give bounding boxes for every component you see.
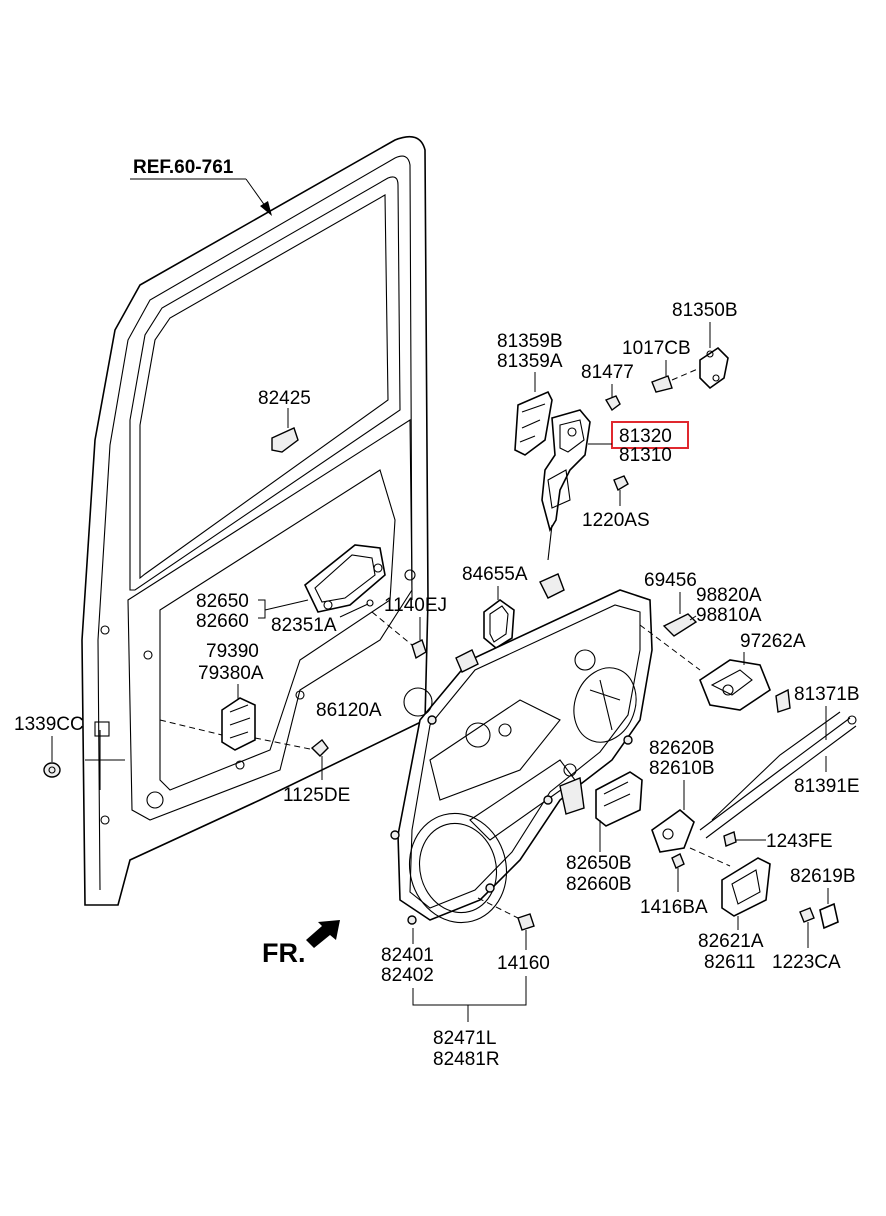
label-1220AS: 1220AS	[582, 510, 650, 531]
part-1339CC: 1339CC	[14, 714, 84, 778]
label-86120A: 86120A	[316, 700, 382, 721]
part-81371B-cables: 81371B 81391E	[699, 684, 860, 839]
label-81371B: 81371B	[794, 684, 860, 705]
label-97262A: 97262A	[740, 631, 806, 652]
label-82425: 82425	[258, 388, 311, 409]
label-82351A: 82351A	[271, 615, 337, 636]
part-hinge-79390: 79390 79380A	[159, 641, 316, 751]
part-81320-latch: 81320 81310	[541, 409, 689, 561]
part-82621A: 82621A 82611	[698, 857, 771, 973]
label-82650: 82650	[196, 591, 249, 612]
part-14160: 14160	[477, 897, 550, 974]
label-79380A: 79380A	[198, 663, 264, 684]
label-14160: 14160	[497, 953, 550, 974]
label-81391E: 81391E	[794, 776, 860, 797]
part-81477: 81477	[581, 362, 634, 412]
part-inside-handle-lower: 1243FE	[651, 808, 833, 867]
part-97262A-regulator: 97262A	[639, 624, 806, 713]
front-indicator: FR.	[262, 920, 340, 968]
label-1416BA: 1416BA	[640, 897, 708, 918]
label-1140EJ: 1140EJ	[384, 595, 447, 616]
label-82650B: 82650B	[566, 853, 632, 874]
label-82402: 82402	[381, 965, 434, 986]
label-82471L: 82471L	[433, 1028, 496, 1049]
part-86120A: 86120A	[316, 687, 433, 721]
label-79390: 79390	[206, 641, 259, 662]
label-81477: 81477	[581, 362, 634, 383]
front-arrow-icon	[306, 920, 340, 948]
label-82611: 82611	[704, 952, 755, 973]
part-81359B: 81359B 81359A	[497, 331, 563, 456]
part-82401-group: 82401 82402 82471L 82481R	[381, 928, 527, 1070]
label-98810A: 98810A	[696, 605, 762, 626]
part-82620B: 82620B 82610B	[595, 738, 715, 827]
label-82610B: 82610B	[649, 758, 715, 779]
front-label: FR.	[262, 938, 306, 968]
part-1017CB: 1017CB	[622, 338, 701, 393]
label-82619B: 82619B	[790, 866, 856, 887]
label-1243FE: 1243FE	[766, 831, 833, 852]
label-84655A: 84655A	[462, 564, 528, 585]
label-81310: 81310	[619, 445, 672, 466]
label-69456: 69456	[644, 570, 697, 591]
part-82650B: 82650B 82660B	[566, 820, 632, 895]
label-82621A: 82621A	[698, 931, 764, 952]
label-98820A: 98820A	[696, 585, 762, 606]
label-81350B: 81350B	[672, 300, 738, 321]
label-1017CB: 1017CB	[622, 338, 691, 359]
label-81359A: 81359A	[497, 351, 563, 372]
part-69456: 69456 98820A 98810A	[644, 570, 762, 637]
part-82425: 82425	[258, 388, 311, 453]
label-81320: 81320	[619, 426, 672, 447]
label-82620B: 82620B	[649, 738, 715, 759]
label-1223CA: 1223CA	[772, 952, 841, 973]
highlight-box-81320	[611, 421, 689, 449]
part-84655A: 84655A	[462, 564, 528, 649]
trim-panel	[390, 573, 653, 925]
part-1220AS: 1220AS	[582, 475, 650, 531]
ref-label: REF.60-761	[133, 157, 234, 178]
label-1339CC: 1339CC	[14, 714, 84, 735]
part-1125DE: 1125DE	[283, 739, 350, 806]
label-82660B: 82660B	[566, 874, 632, 895]
label-82481R: 82481R	[433, 1049, 500, 1070]
part-1416BA: 1416BA	[640, 853, 708, 918]
door-frame	[81, 135, 429, 906]
label-81359B: 81359B	[497, 331, 563, 352]
part-1140EJ: 1140EJ	[371, 595, 447, 660]
part-1223CA: 1223CA	[772, 907, 841, 973]
part-inside-handle-82650: 82650 82660 82351A	[196, 544, 386, 636]
part-82619B: 82619B	[790, 866, 856, 930]
part-81350B-striker: 81350B	[672, 300, 738, 390]
label-1125DE: 1125DE	[283, 785, 350, 806]
label-82401: 82401	[381, 945, 434, 966]
ref-arrowhead	[260, 201, 272, 216]
label-82660: 82660	[196, 611, 249, 632]
